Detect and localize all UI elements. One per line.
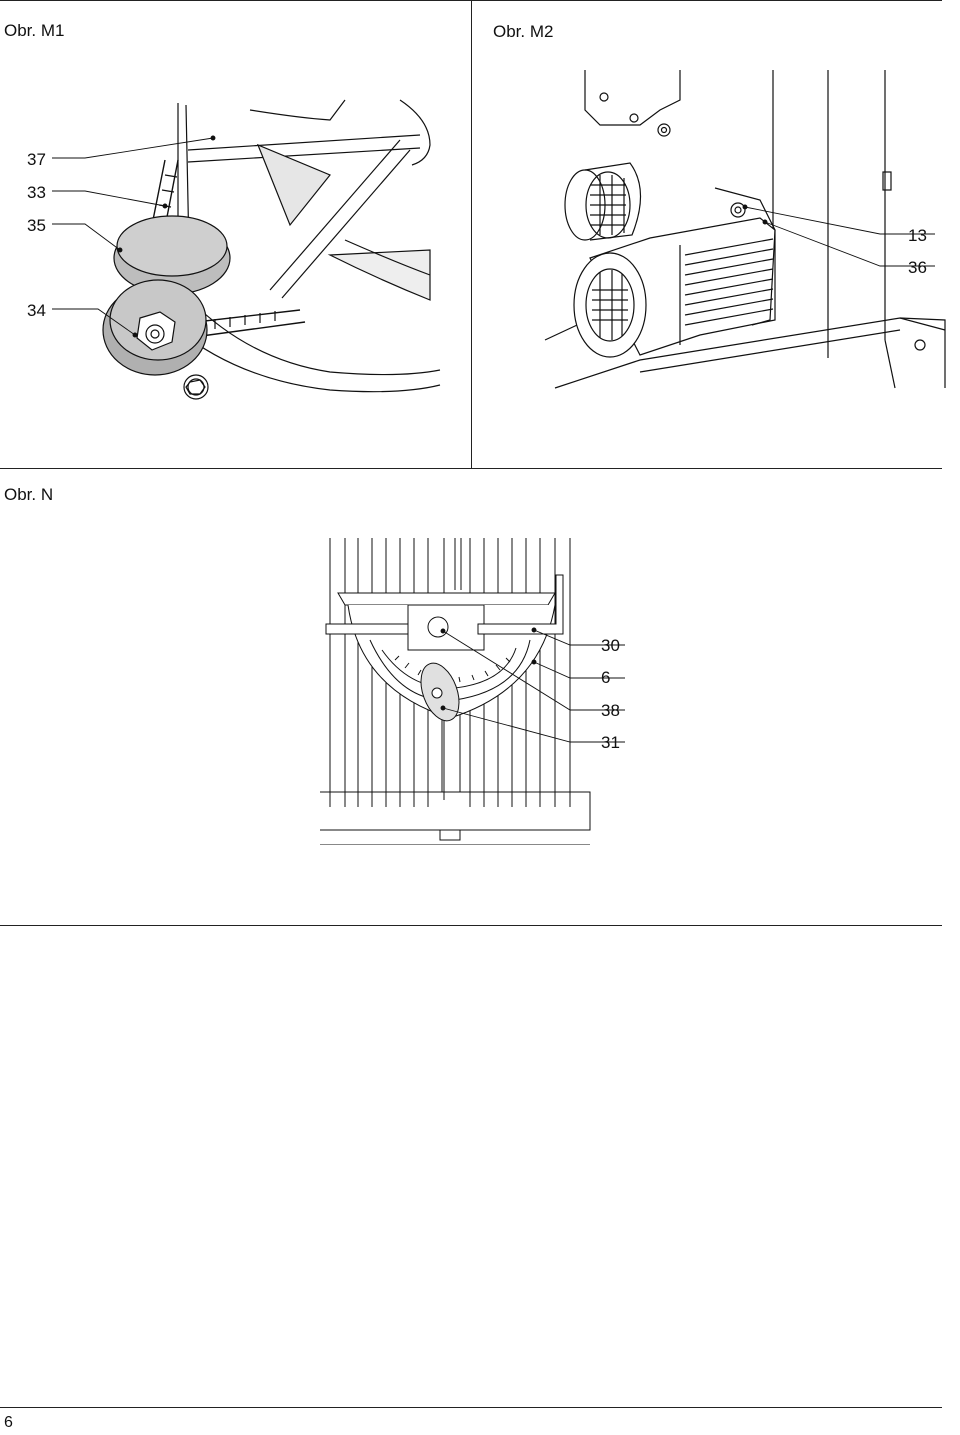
figure-divider-horizontal xyxy=(0,468,942,469)
callout-36: 36 xyxy=(908,258,927,277)
figure-m2-title: Obr. M2 xyxy=(493,22,554,41)
page-number: 6 xyxy=(4,1414,13,1431)
figure-m1-title: Obr. M1 xyxy=(4,21,65,40)
figure-m1-drawing xyxy=(102,99,441,400)
callout-13: 13 xyxy=(908,226,927,245)
callout-33: 33 xyxy=(27,183,46,202)
callout-34: 34 xyxy=(27,301,46,320)
figure-divider-vertical xyxy=(471,0,472,468)
figure-m2-leaders xyxy=(742,204,935,267)
callout-37: 37 xyxy=(27,150,46,169)
callout-30: 30 xyxy=(601,636,620,655)
footer-rule xyxy=(0,1407,942,1408)
callout-35: 35 xyxy=(27,216,46,235)
callout-38: 38 xyxy=(601,701,620,720)
figure-n-title: Obr. N xyxy=(4,485,54,504)
callout-6: 6 xyxy=(601,668,611,687)
figure-n-drawing xyxy=(320,538,591,845)
callout-31: 31 xyxy=(601,733,620,752)
figure-m2-drawing xyxy=(544,70,946,389)
figure-m1-leaders xyxy=(52,135,216,338)
figure-n-leaders xyxy=(440,627,625,743)
section-end-rule xyxy=(0,925,942,926)
